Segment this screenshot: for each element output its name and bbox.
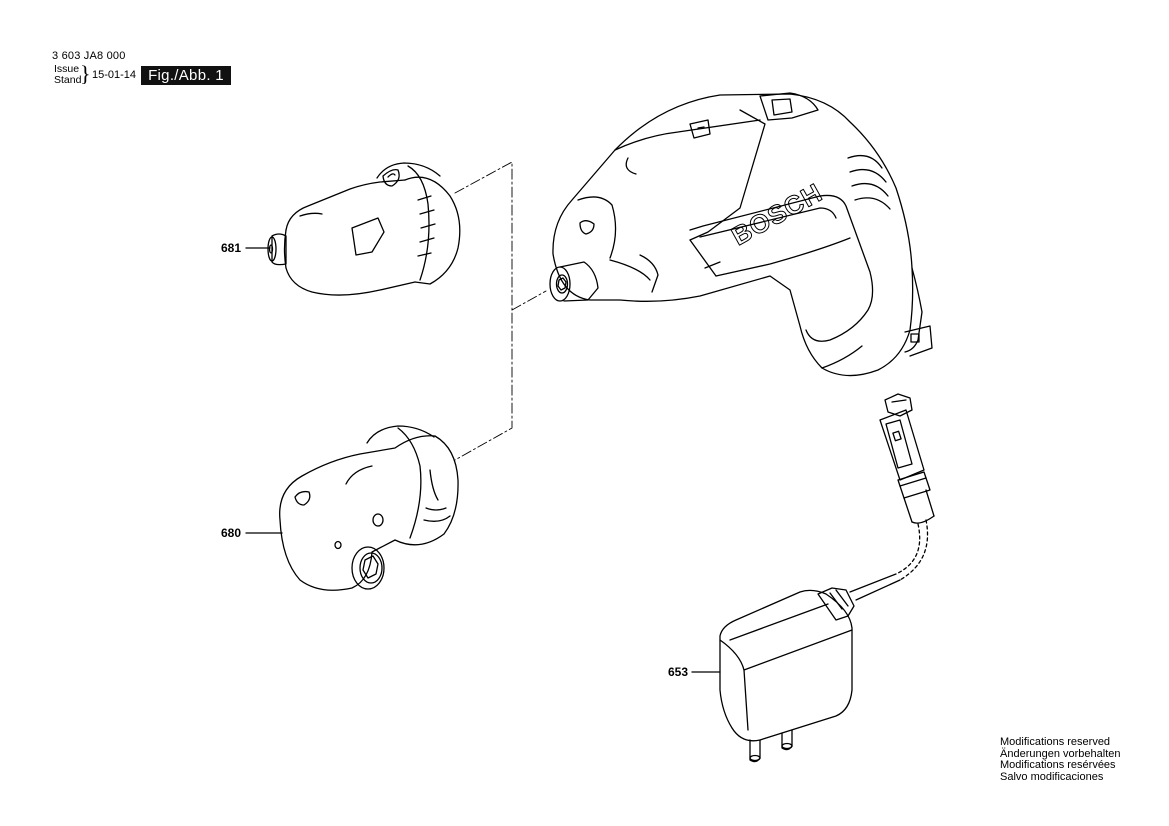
footer-line-2: Änderungen vorbehalten xyxy=(1000,747,1121,760)
issue-date: 15-01-14 xyxy=(92,69,137,81)
stand-label: Stand xyxy=(54,74,82,86)
part-number: 3 603 JA8 000 xyxy=(52,50,126,62)
modifications-note: Modifications reserved Änderungen vorbeh… xyxy=(1000,736,1121,783)
part-label-681: 681 xyxy=(221,241,242,255)
footer-line-4: Salvo modificaciones xyxy=(1000,770,1104,783)
screwdriver-body xyxy=(549,92,933,377)
part-label-653: 653 xyxy=(668,665,689,679)
leader-lines xyxy=(245,247,721,673)
charger-653 xyxy=(719,587,855,763)
assembly-lines xyxy=(454,161,547,461)
issue-label: Issue xyxy=(54,63,80,75)
part-label-680: 680 xyxy=(221,526,242,540)
brand-logo: BOSCH xyxy=(726,177,827,251)
footer-line-3: Modifications resérvées xyxy=(1000,759,1116,771)
figure-label: Fig./Abb. 1 xyxy=(141,66,231,85)
footer-line-1: Modifications reserved xyxy=(1000,736,1111,748)
usb-cable xyxy=(849,393,935,601)
bit-holder-adapter-681 xyxy=(267,162,461,296)
brace-glyph: } xyxy=(80,61,91,86)
issue-stand-label: Issue Stand xyxy=(54,64,81,86)
angle-adapter-680 xyxy=(279,425,459,591)
